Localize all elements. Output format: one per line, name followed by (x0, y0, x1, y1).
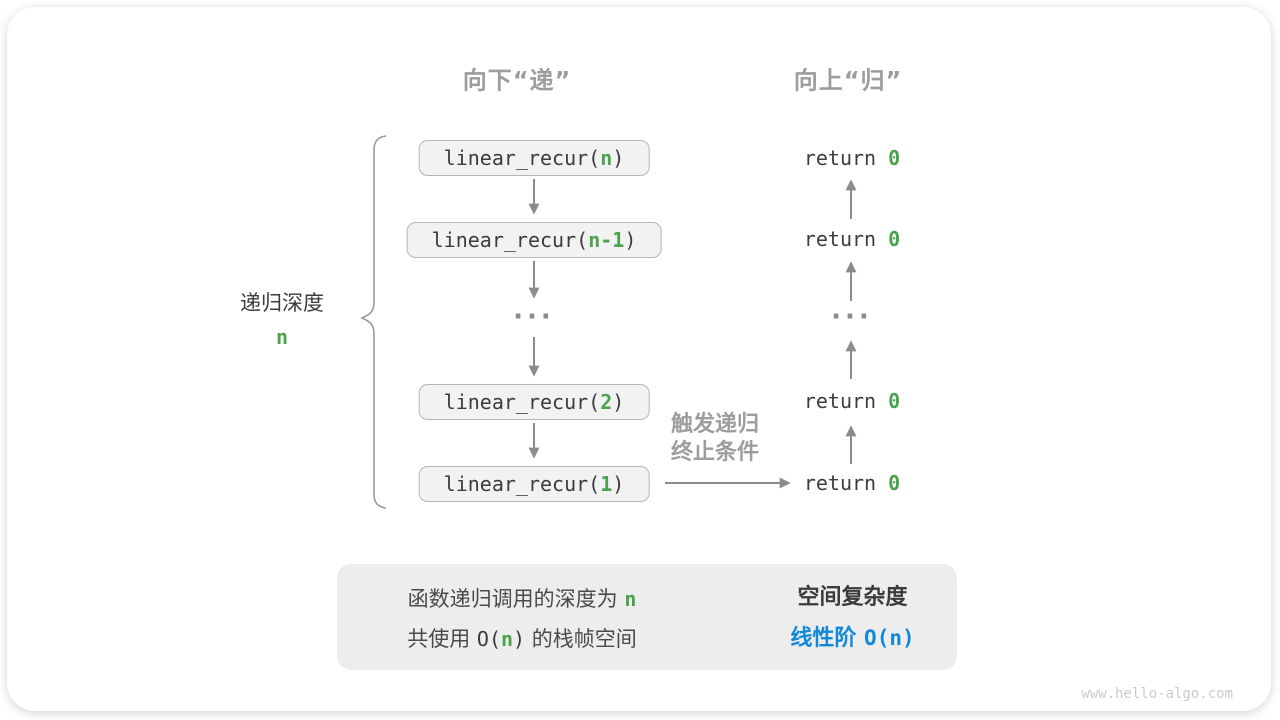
return-row-2: return 0 (804, 227, 900, 251)
return-keyword: return (803, 389, 889, 413)
return-row-1: return 0 (804, 146, 900, 170)
card: 向下“递” 向上“归” 递归深度 n linear_recur(n) linea… (7, 7, 1271, 711)
result-block: 空间复杂度 线性阶 O(n) (770, 577, 935, 659)
return-value: 0 (888, 389, 901, 413)
summary-pre: 共使用 (407, 627, 471, 651)
return-value: 0 (888, 227, 901, 251)
return-row-4: return 0 (804, 471, 900, 495)
summary-text: 函数递归调用的深度为 n 共使用 O(n) 的栈帧空间 (357, 579, 687, 659)
column-header-down: 向下“递” (462, 66, 572, 95)
call-box-n-1: linear_recur(n-1) (406, 222, 662, 258)
return-keyword: return (803, 471, 889, 495)
ellipsis-down: ··· (513, 302, 555, 332)
watermark: www.hello-algo.com (1081, 686, 1233, 702)
complexity-label: 线性阶 (790, 626, 857, 651)
call-text: ) (612, 390, 625, 414)
trigger-line-1: 触发递归 (670, 412, 760, 437)
return-row-3: return 0 (804, 389, 900, 413)
call-text: linear_recur( (443, 146, 601, 170)
big-o-n: n (501, 627, 514, 651)
call-box-1: linear_recur(1) (418, 466, 650, 502)
space-complexity-title: 空间复杂度 (797, 585, 908, 610)
big-o-close: ) (513, 627, 526, 651)
return-keyword: return (803, 146, 889, 170)
trigger-line-2: 终止条件 (670, 440, 760, 465)
return-value: 0 (888, 146, 901, 170)
return-value: 0 (888, 471, 901, 495)
call-text: ) (624, 228, 637, 252)
column-header-up: 向上“归” (793, 66, 903, 95)
recursion-depth-value: n (275, 325, 289, 349)
summary-line-2: 共使用 O(n) 的栈帧空间 (357, 619, 687, 659)
recursion-depth-label: 递归深度 (240, 291, 324, 315)
call-text: ) (612, 472, 625, 496)
call-text: linear_recur( (443, 472, 601, 496)
trigger-condition-label: 触发递归 终止条件 (671, 411, 759, 467)
call-arg: 1 (600, 472, 613, 496)
call-arg: n-1 (588, 228, 625, 252)
call-box-2: linear_recur(2) (418, 384, 650, 420)
big-o-open: O( (476, 627, 501, 651)
call-text: linear_recur( (431, 228, 589, 252)
call-arg: 2 (600, 390, 613, 414)
summary-post: 的栈帧空间 (531, 627, 637, 651)
complexity-big-o: O(n) (864, 626, 915, 650)
call-box-n: linear_recur(n) (418, 140, 650, 176)
call-text: linear_recur( (443, 390, 601, 414)
ellipsis-up: ··· (831, 302, 873, 332)
space-complexity-value: 线性阶 O(n) (770, 618, 935, 659)
summary-text-1: 函数递归调用的深度为 (407, 587, 618, 611)
return-keyword: return (803, 227, 889, 251)
summary-n: n (624, 587, 637, 611)
brace-icon (360, 135, 387, 509)
summary-panel (337, 564, 957, 670)
summary-line-1: 函数递归调用的深度为 n (357, 579, 687, 619)
call-arg: n (600, 146, 613, 170)
call-text: ) (612, 146, 625, 170)
